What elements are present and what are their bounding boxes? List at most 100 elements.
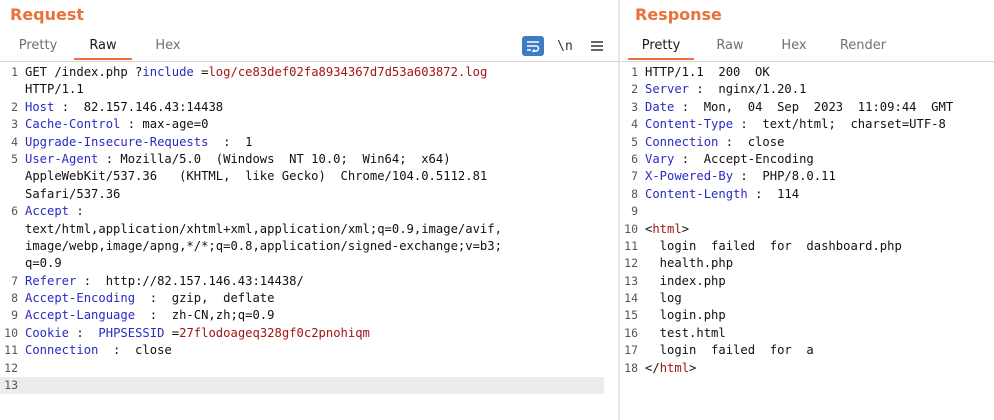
line-number: 3 <box>631 99 638 114</box>
line-number: 7 <box>11 273 18 288</box>
code-token: test.html <box>645 325 726 340</box>
line-number: 13 <box>624 273 638 288</box>
code-token: X-Powered-By <box>645 169 734 184</box>
request-line[interactable]: q=0.9 <box>0 255 618 272</box>
code-token: include <box>142 65 194 79</box>
line-number: 7 <box>631 169 638 184</box>
tab-request-raw[interactable]: Raw <box>74 34 132 60</box>
tab-request-hex[interactable]: Hex <box>155 38 181 53</box>
code-token: : close <box>718 134 785 149</box>
request-line[interactable]: 3 Cache-Control : max-age=0 <box>0 116 618 133</box>
line-content: AppleWebKit/537.36 (KHTML, like Gecko) C… <box>25 168 487 185</box>
line-content: Cookie : PHPSESSID =27flodoageq328gf0c2p… <box>25 325 370 342</box>
line-content: text/html,application/xhtml+xml,applicat… <box>25 221 502 238</box>
code-token: login.php <box>645 308 726 323</box>
line-number: 2 <box>11 99 18 114</box>
line-content: Accept-Language : zh-CN,zh;q=0.9 <box>25 307 274 324</box>
hamburger-menu-icon[interactable] <box>586 36 608 56</box>
tab-response-raw[interactable]: Raw <box>716 38 744 53</box>
code-token: : text/html; charset=UTF-8 <box>733 117 946 132</box>
request-line[interactable]: HTTP/1.1 <box>0 81 618 98</box>
code-token: > <box>689 360 697 375</box>
line-number: 18 <box>624 360 638 375</box>
line-content: Upgrade-Insecure-Requests : 1 <box>25 134 252 151</box>
code-token: </ <box>645 360 660 375</box>
code-token: Accept-Language <box>25 308 136 323</box>
line-content: User-Agent : Mozilla/5.0 (Windows NT 10.… <box>25 151 451 168</box>
response-tabbar-divider <box>620 61 994 62</box>
code-token: : close <box>98 343 172 358</box>
line-content: Cache-Control : max-age=0 <box>25 116 208 133</box>
request-line[interactable]: image/webp,image/apng,*/*;q=0.8,applicat… <box>0 238 618 255</box>
line-number: 6 <box>631 151 638 166</box>
line-number: 6 <box>11 204 18 219</box>
line-content: Connection : close <box>645 134 784 151</box>
line-content: Content-Length : 114 <box>645 186 799 203</box>
code-token: Date <box>645 99 675 114</box>
code-token: : gzip, deflate <box>135 291 275 306</box>
request-line[interactable]: text/html,application/xhtml+xml,applicat… <box>0 221 618 238</box>
tab-response-pretty[interactable]: Pretty <box>628 34 694 60</box>
response-line[interactable]: 17 login failed for a <box>620 342 994 359</box>
response-line[interactable]: 14 log <box>620 290 994 307</box>
code-token: PHPSESSID <box>98 325 165 340</box>
line-number: 11 <box>624 238 638 253</box>
request-tabbar-divider <box>0 61 618 62</box>
request-line[interactable]: 13 <box>0 377 604 395</box>
tab-request-pretty[interactable]: Pretty <box>18 38 58 53</box>
tab-response-render[interactable]: Render <box>839 38 887 53</box>
line-content: login failed for a <box>645 342 814 359</box>
response-line[interactable]: 16 test.html <box>620 325 994 342</box>
wrap-lines-icon[interactable] <box>522 36 544 56</box>
show-newlines-button[interactable]: \n <box>557 38 573 54</box>
code-token: login failed for dashboard.php <box>645 238 902 253</box>
request-tabs: Pretty Raw Hex <box>12 34 194 60</box>
response-line[interactable]: 7 X-Powered-By : PHP/8.0.11 <box>620 168 994 185</box>
request-line[interactable]: 12 <box>0 360 618 377</box>
response-line[interactable]: 15 login.php <box>620 307 994 324</box>
line-content: X-Powered-By : PHP/8.0.11 <box>645 168 836 185</box>
line-number: 3 <box>11 117 18 132</box>
line-content: Accept-Encoding : gzip, deflate <box>25 290 274 307</box>
code-token: Accept <box>25 204 70 219</box>
response-line[interactable]: 9 <box>620 203 994 220</box>
line-content: HTTP/1.1 200 OK <box>645 64 770 81</box>
response-line[interactable]: 12 health.php <box>620 255 994 272</box>
response-line[interactable]: 18</html> <box>620 360 994 377</box>
code-token: < <box>645 221 653 236</box>
code-token: > <box>681 221 690 236</box>
code-token: = <box>164 325 180 340</box>
line-number: 14 <box>624 291 638 306</box>
line-content: login failed for dashboard.php <box>645 238 902 255</box>
request-line[interactable]: Safari/537.36 <box>0 186 618 203</box>
response-line[interactable]: 10<html> <box>620 221 994 238</box>
line-number: 13 <box>4 378 18 393</box>
tab-response-hex[interactable]: Hex <box>781 38 807 53</box>
response-line[interactable]: 11 login failed for dashboard.php <box>620 238 994 255</box>
line-number: 12 <box>624 256 638 271</box>
response-line[interactable]: 13 index.php <box>620 273 994 290</box>
line-number: 4 <box>631 117 638 132</box>
line-content: HTTP/1.1 <box>25 81 84 98</box>
request-line[interactable]: AppleWebKit/537.36 (KHTML, like Gecko) C… <box>0 168 618 185</box>
pane-splitter[interactable] <box>618 0 620 420</box>
